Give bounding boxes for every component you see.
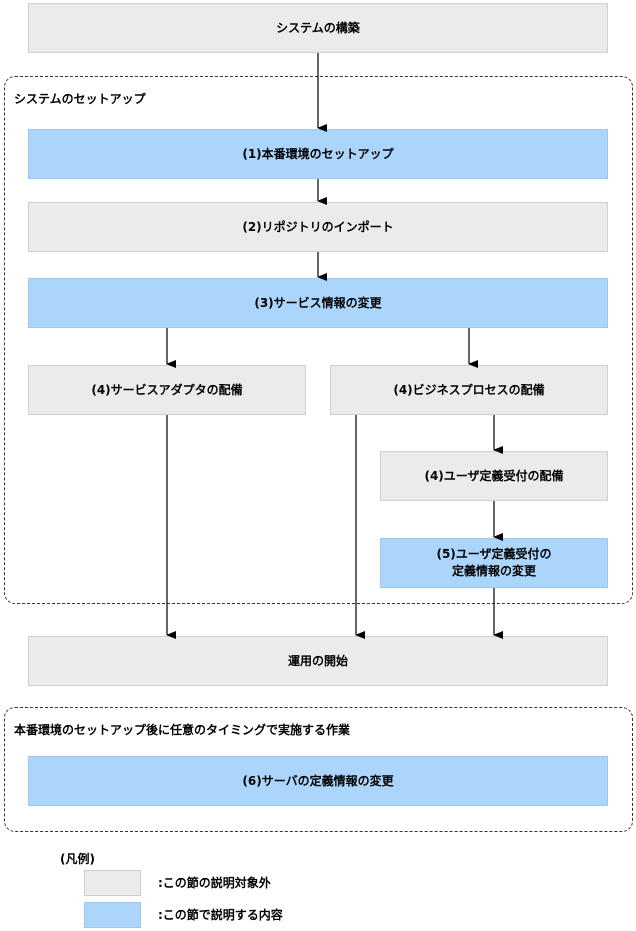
step4-reception-label: (4)ユーザ定義受付の配備 <box>424 468 564 483</box>
legend-gray-label: :この節の説明対象外 <box>158 876 271 890</box>
step3-label: (3)サービス情報の変更 <box>254 295 382 310</box>
step3-box: (3)サービス情報の変更 <box>28 278 608 328</box>
step1-box: (1)本番環境のセットアップ <box>28 129 608 179</box>
operation-start-box: 運用の開始 <box>28 636 608 686</box>
step5-label-line1: (5)ユーザ定義受付の <box>436 547 552 561</box>
legend-blue-label: :この節で説明する内容 <box>158 908 283 922</box>
legend-blue-swatch <box>84 902 141 928</box>
legend-title: (凡例) <box>60 852 95 866</box>
step4-reception-box: (4)ユーザ定義受付の配備 <box>380 451 608 501</box>
operation-start-label: 運用の開始 <box>287 653 348 668</box>
step4-adapter-box: (4)サービスアダプタの配備 <box>28 365 306 415</box>
step2-label: (2)リポジトリのインポート <box>242 219 394 234</box>
step2-box: (2)リポジトリのインポート <box>28 202 608 252</box>
system-build-box: システムの構築 <box>28 3 608 53</box>
step4-bp-label: (4)ビジネスプロセスの配備 <box>393 382 545 397</box>
step4-adapter-label: (4)サービスアダプタの配備 <box>91 382 243 397</box>
optional-group <box>4 707 633 832</box>
optional-group-label: 本番環境のセットアップ後に任意のタイミングで実施する作業 <box>14 723 351 737</box>
system-build-label: システムの構築 <box>276 20 360 35</box>
step5-box: (5)ユーザ定義受付の 定義情報の変更 <box>380 538 608 588</box>
legend-gray-swatch <box>84 870 141 896</box>
step4-bp-box: (4)ビジネスプロセスの配備 <box>330 365 608 415</box>
step6-label: (6)サーバの定義情報の変更 <box>242 773 394 788</box>
step5-label-line2: 定義情報の変更 <box>451 564 536 578</box>
step6-box: (6)サーバの定義情報の変更 <box>28 756 608 806</box>
setup-group-label: システムのセットアップ <box>14 92 146 106</box>
step1-label: (1)本番環境のセットアップ <box>242 146 394 161</box>
